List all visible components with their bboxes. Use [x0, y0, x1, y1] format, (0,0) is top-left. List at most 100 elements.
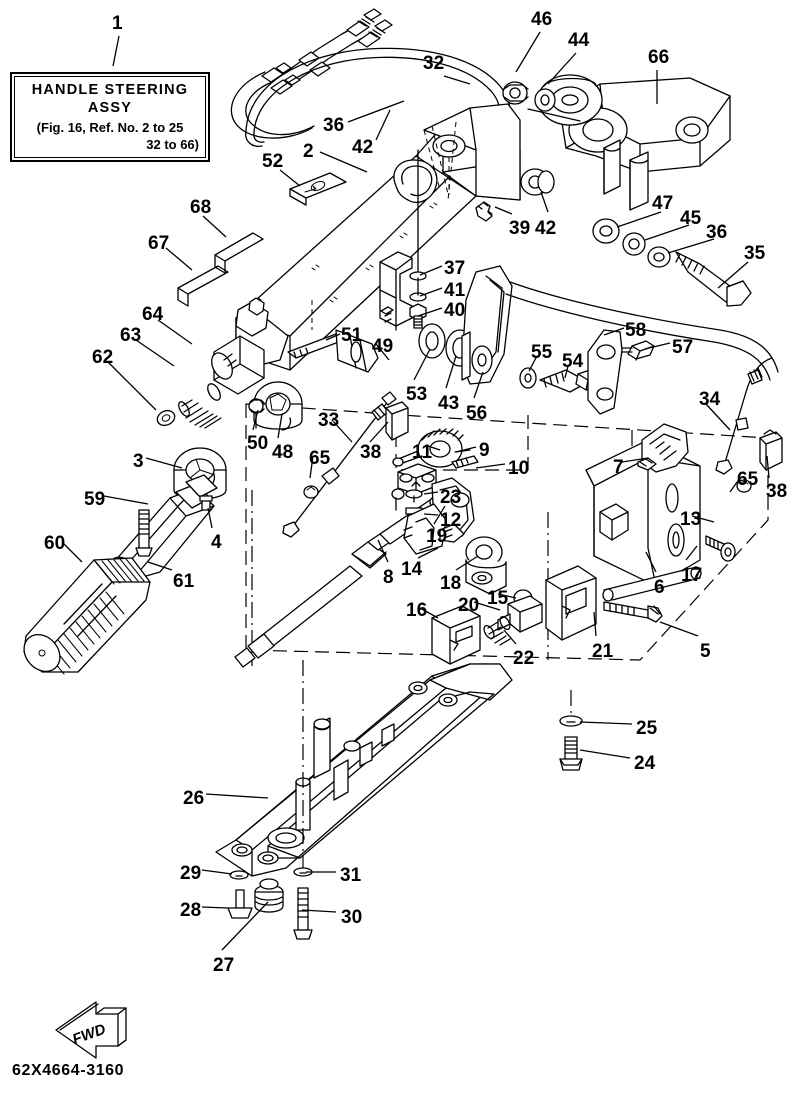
leader-line-33	[331, 419, 353, 443]
callout-ref-52: 52	[262, 151, 284, 172]
cam-plate-19	[391, 477, 475, 555]
leader-line-7	[621, 457, 649, 463]
callout-ref-31: 31	[340, 865, 362, 886]
leader-line-38	[369, 421, 389, 443]
screw-21	[603, 601, 663, 623]
leader-line-19	[433, 505, 446, 525]
leader-line-4	[207, 507, 213, 529]
callout-ref-35: 35	[744, 243, 766, 264]
leader-line-68	[202, 215, 227, 238]
callout-ref-23: 23	[440, 487, 462, 508]
leader-line-37	[419, 265, 443, 276]
callout-ref-17: 17	[681, 565, 703, 586]
mount-bracket-6	[545, 439, 701, 641]
callout-ref-57: 57	[672, 337, 694, 358]
leader-line-18	[455, 555, 479, 571]
callout-ref-50: 50	[247, 433, 269, 454]
knob-11	[392, 428, 464, 468]
leader-line-40	[417, 307, 443, 317]
bolt-35	[675, 251, 752, 307]
callout-ref-46: 46	[531, 9, 553, 30]
callout-ref-14: 14	[401, 559, 423, 580]
leader-line-51	[325, 333, 341, 341]
retaining-clip-39	[475, 201, 493, 222]
leader-line-55	[528, 355, 538, 372]
leader-line-42	[375, 109, 391, 141]
leader-line-61	[147, 561, 173, 571]
callout-ref-28: 28	[180, 900, 202, 921]
throttle-cable-pair	[230, 8, 393, 139]
leader-line-12	[423, 513, 439, 516]
callout-ref-1: 1	[112, 13, 123, 34]
callout-ref-51: 51	[341, 325, 363, 346]
callout-ref-18: 18	[440, 573, 462, 594]
leader-line-59	[103, 495, 149, 505]
leader-line-62	[107, 361, 157, 411]
callout-ref-68: 68	[190, 197, 212, 218]
caution-label-52	[289, 172, 347, 206]
steering-lever-56	[461, 265, 513, 385]
leader-line-20	[473, 601, 501, 611]
title-box: HANDLE STEERING ASSY (Fig. 16, Ref. No. …	[10, 72, 210, 162]
callout-ref-62: 62	[92, 347, 114, 368]
pivot-bushing-44-46	[502, 74, 603, 126]
leader-line-58	[603, 327, 625, 336]
leader-line-57	[644, 342, 671, 350]
lever-7	[637, 423, 689, 473]
leader-line-23	[423, 491, 439, 495]
callout-ref-42: 42	[535, 218, 557, 239]
group-detail-dashed-9-10	[395, 412, 529, 471]
roller-18	[465, 536, 507, 595]
leader-line-65	[309, 455, 314, 479]
block-16	[431, 605, 481, 665]
leader-line-38	[766, 455, 770, 479]
callout-ref-33: 33	[318, 410, 340, 431]
leader-line-36	[347, 100, 405, 123]
callout-ref-49: 49	[372, 336, 394, 357]
callout-ref-43: 43	[438, 393, 460, 414]
leader-line-60	[61, 541, 83, 563]
leader-line-63	[135, 339, 175, 367]
leader-line-42	[540, 191, 549, 213]
shaft-17-bolt-13	[602, 535, 736, 602]
leader-line-9	[455, 446, 477, 453]
callout-ref-15: 15	[487, 588, 509, 609]
fasteners-25-24	[559, 690, 583, 771]
clip-65-right	[736, 479, 752, 493]
leader-line-25	[579, 721, 633, 725]
callout-ref-53: 53	[406, 384, 428, 405]
callout-ref-55: 55	[531, 342, 553, 363]
title-line-1: HANDLE STEERING	[31, 82, 189, 99]
leader-line-5	[659, 621, 699, 637]
leader-line-39	[494, 206, 513, 215]
clip-65-left	[303, 485, 319, 499]
callout-ref-64: 64	[142, 304, 164, 325]
leader-line-24	[579, 749, 631, 759]
steering-arm-body	[235, 103, 521, 371]
callout-ref-2: 2	[303, 141, 314, 162]
callout-ref-25: 25	[636, 718, 658, 739]
leader-line-8	[377, 539, 389, 563]
callout-ref-19: 19	[426, 526, 448, 547]
callout-ref-9: 9	[479, 440, 490, 461]
drawing-part-number: 62X4664-3160	[12, 1062, 125, 1079]
leader-line-54	[564, 365, 569, 379]
leader-line-26	[205, 793, 269, 799]
leader-line-15	[497, 593, 517, 599]
callout-ref-65: 65	[737, 469, 759, 490]
callout-ref-30: 30	[341, 907, 363, 928]
link-58	[587, 329, 655, 415]
callout-ref-22: 22	[513, 648, 535, 669]
callout-ref-61: 61	[173, 571, 195, 592]
leader-line-53	[413, 348, 431, 381]
callout-ref-7: 7	[613, 457, 624, 478]
leader-line-36	[667, 238, 715, 254]
handle-grip-assembly	[23, 447, 227, 675]
leader-line-64	[157, 319, 193, 345]
leader-line-28	[201, 906, 229, 909]
title-line-3: (Fig. 16, Ref. No. 2 to 25	[36, 120, 184, 136]
callout-ref-48: 48	[272, 442, 294, 463]
callout-ref-16: 16	[406, 600, 428, 621]
callout-ref-20: 20	[458, 595, 480, 616]
